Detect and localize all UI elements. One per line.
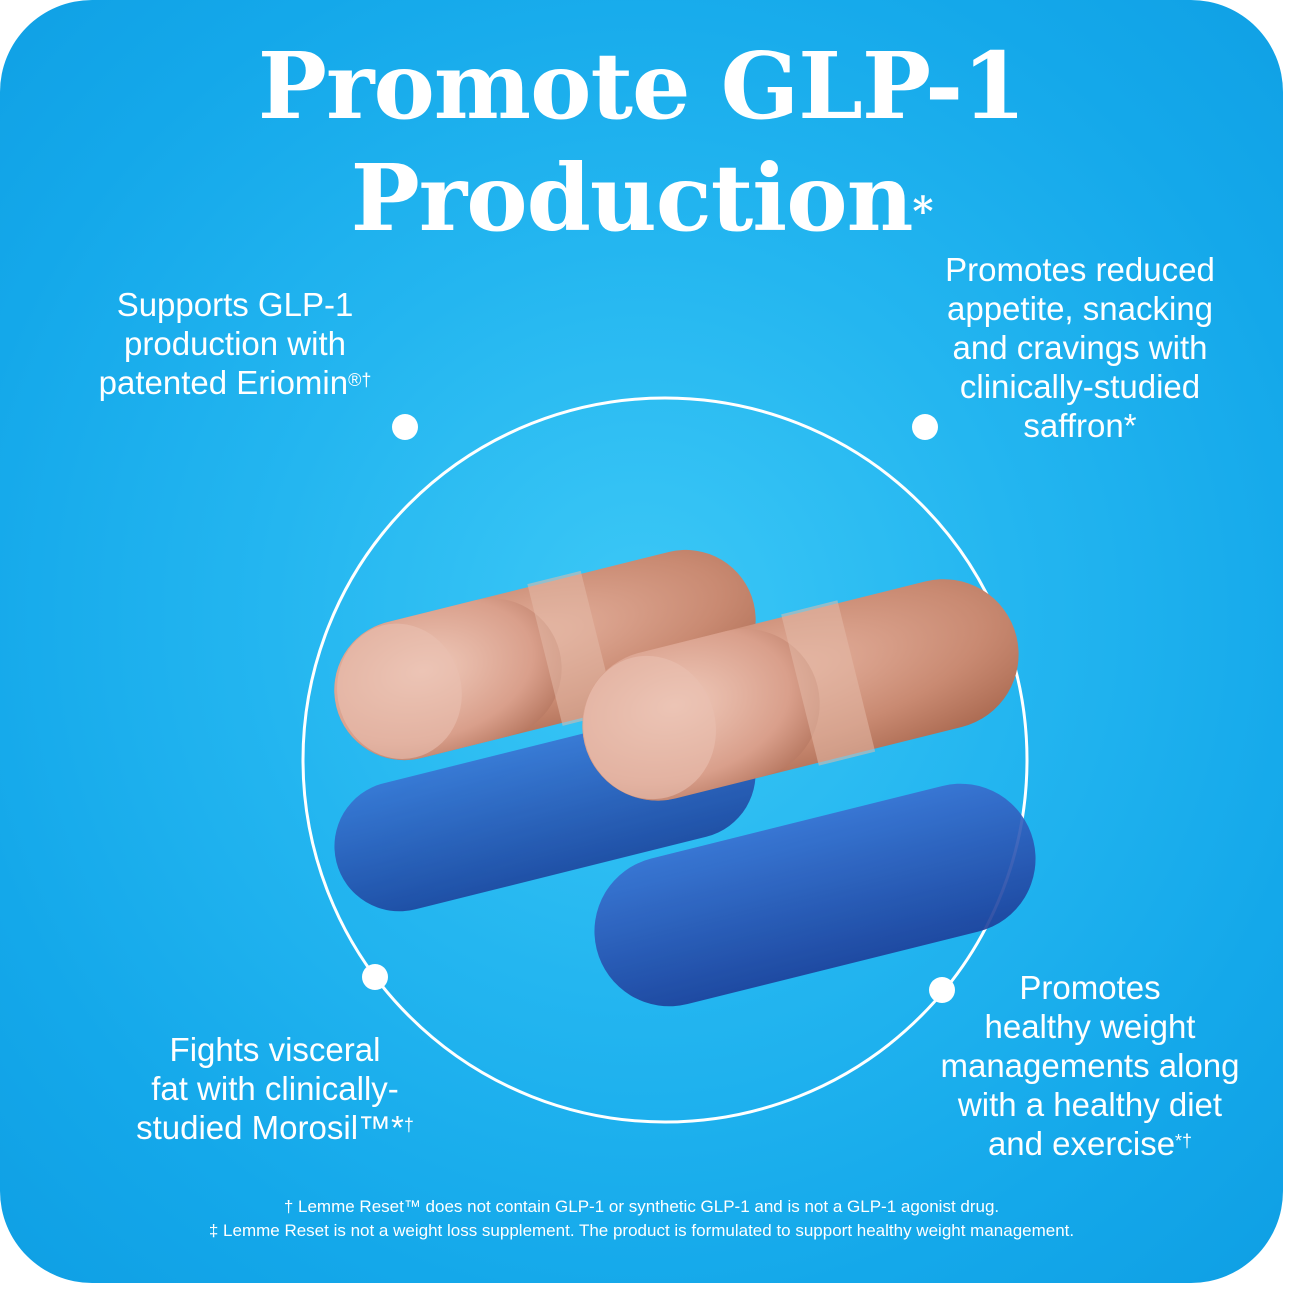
footnote-double-dagger: ‡ Lemme Reset is not a weight loss suppl… (208, 1221, 1075, 1240)
callout-line: and exercise*† (910, 1124, 1270, 1163)
callout-mark: † (403, 1115, 414, 1135)
ring-dot-bottom-right (929, 977, 955, 1003)
callout-weight-management: Promotes healthy weight managements alon… (910, 968, 1270, 1163)
callout-line: Supports GLP-1 (116, 286, 354, 323)
capsule-left (334, 549, 756, 761)
headline: Promote GLP-1 Production* (0, 30, 1283, 254)
callout-line: studied Morosil™*† (90, 1108, 460, 1147)
ring-dot-top-left (392, 414, 418, 440)
headline-asterisk: * (912, 188, 934, 235)
callout-line: Promotes reduced (945, 251, 1215, 288)
callout-mark: *† (1175, 1131, 1193, 1151)
callout-line: fat with clinically- (151, 1070, 399, 1107)
callout-line: appetite, snacking (946, 290, 1213, 327)
callout-line: clinically-studied (959, 368, 1201, 405)
callout-line: production with (124, 325, 346, 362)
footnotes: † Lemme Reset™ does not contain GLP-1 or… (0, 1195, 1283, 1243)
ring-outline (301, 396, 1029, 1124)
callout-mark: ®† (348, 370, 372, 390)
callout-eriomin: Supports GLP-1 production with patented … (50, 285, 420, 402)
callout-line: patented Eriomin®† (50, 363, 420, 402)
callout-morosil: Fights visceral fat with clinically- stu… (90, 1030, 460, 1147)
headline-line-2-text: Production (350, 144, 914, 252)
headline-line-1: Promote GLP-1 (257, 32, 1026, 140)
callout-line: with a healthy diet (957, 1086, 1223, 1123)
callout-line: managements along (940, 1047, 1240, 1084)
callout-line: Promotes (1019, 969, 1161, 1006)
ring-dot-bottom-left (362, 964, 388, 990)
callout-saffron: Promotes reduced appetite, snacking and … (890, 250, 1270, 445)
callout-line: Fights visceral (169, 1031, 381, 1068)
headline-line-2: Production* (0, 142, 1283, 254)
capsule-reflection-right (594, 783, 1036, 1007)
callout-line: and cravings with (952, 329, 1208, 366)
ring-dot-top-right (912, 414, 938, 440)
callout-line-text: and exercise (987, 1125, 1176, 1162)
capsule-right (582, 579, 1019, 801)
footnote-dagger: † Lemme Reset™ does not contain GLP-1 or… (283, 1197, 1000, 1216)
callout-line: saffron* (1023, 407, 1137, 444)
callout-line-text: patented Eriomin (98, 364, 349, 401)
callout-line: healthy weight (984, 1008, 1196, 1045)
callout-line-text: studied Morosil™* (136, 1109, 404, 1146)
